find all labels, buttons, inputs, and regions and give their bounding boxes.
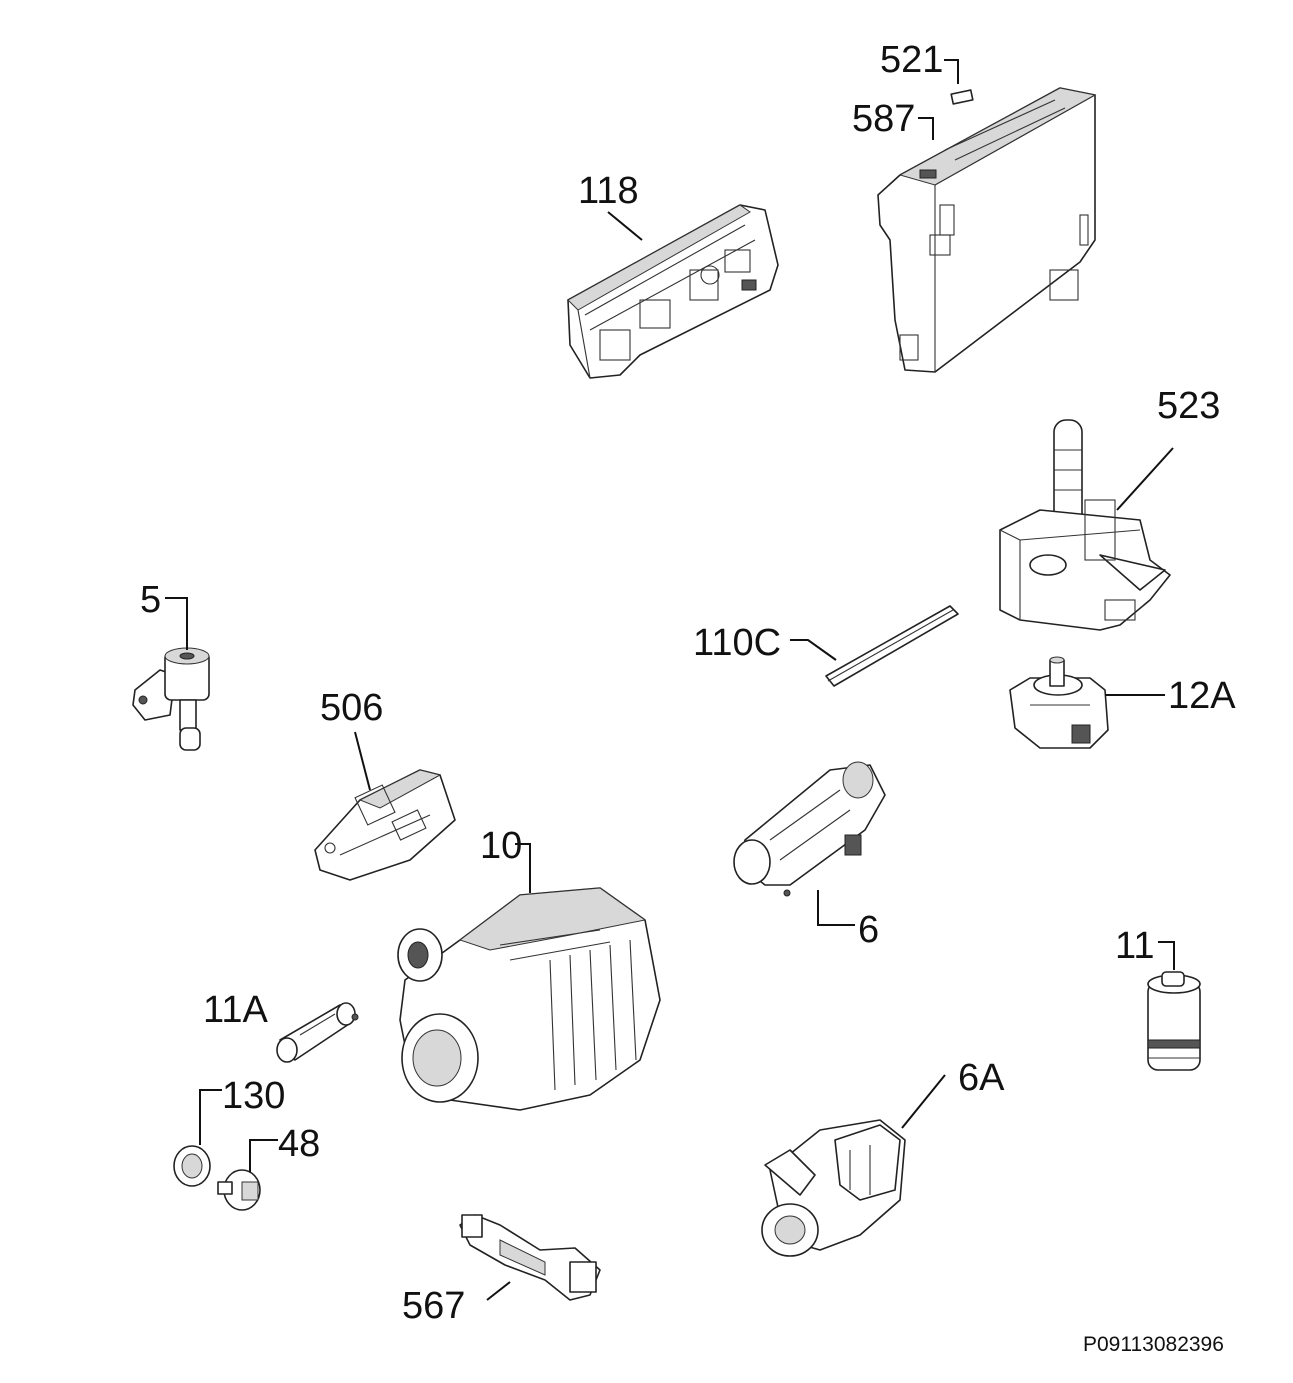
label-567: 567 xyxy=(402,1285,465,1327)
part-130-seal xyxy=(173,1145,211,1187)
part-6-pump-motor xyxy=(397,887,661,1111)
label-5: 5 xyxy=(140,579,161,621)
callout-12a: 12A xyxy=(1105,675,1236,717)
callout-506: 506 xyxy=(320,687,383,791)
part-567-bracket xyxy=(459,1214,601,1301)
part-10-heater xyxy=(733,761,886,897)
label-523: 523 xyxy=(1157,385,1220,427)
part-521-clip xyxy=(950,89,974,105)
label-10: 6 xyxy=(858,909,879,951)
part-6a-drain-pump xyxy=(761,1119,906,1257)
label-48: 48 xyxy=(278,1123,320,1165)
callout-6a: 6A xyxy=(901,1057,1005,1129)
part-48-plug xyxy=(217,1169,261,1211)
reference-code: P09113082396 xyxy=(1083,1333,1224,1356)
label-11: 11 xyxy=(1115,925,1154,967)
part-12a-pressure-switch xyxy=(1009,656,1109,749)
callout-118: 118 xyxy=(578,170,643,241)
callout-11: 11 xyxy=(1115,925,1175,970)
label-130: 130 xyxy=(222,1075,285,1117)
label-12a: 12A xyxy=(1168,675,1236,717)
part-506-bracket xyxy=(314,769,456,881)
callout-48: 48 xyxy=(249,1123,320,1172)
part-5-inlet-valve xyxy=(132,647,210,751)
callout-10: 6 xyxy=(817,890,879,951)
part-118-control-panel xyxy=(567,204,779,379)
label-521: 521 xyxy=(880,39,943,81)
label-6a: 6A xyxy=(958,1057,1005,1099)
callout-567: 567 xyxy=(402,1281,511,1327)
part-110c-tube xyxy=(825,605,959,687)
callout-130: 130 xyxy=(199,1075,285,1145)
callout-587: 587 xyxy=(852,98,934,140)
callout-523: 523 xyxy=(1116,385,1220,511)
label-118: 118 xyxy=(578,170,639,212)
part-587-control-module xyxy=(877,87,1097,373)
part-11-capacitor xyxy=(1147,971,1201,1071)
label-11a: 11A xyxy=(203,989,268,1031)
label-6: 10 xyxy=(480,825,522,867)
label-506: 506 xyxy=(320,687,383,729)
label-110c: 110C xyxy=(693,622,781,664)
part-11a-capacitor xyxy=(276,1002,359,1063)
callout-11a: 11A xyxy=(203,989,268,1031)
part-523-sensor-bracket xyxy=(999,419,1171,631)
callout-521: 521 xyxy=(880,39,959,84)
callout-110c: 110C xyxy=(693,622,837,664)
callout-6: 10 xyxy=(480,825,531,893)
label-587: 587 xyxy=(852,98,915,140)
callout-5: 5 xyxy=(140,579,188,650)
